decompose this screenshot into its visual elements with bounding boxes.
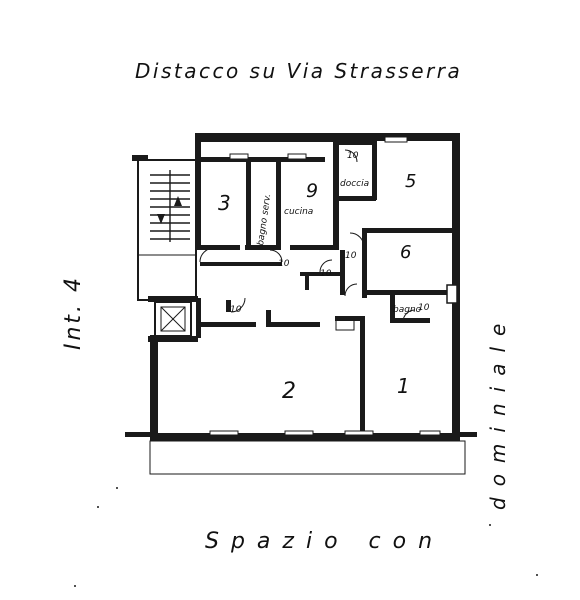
stairs-icon <box>150 170 190 242</box>
stairwell <box>137 159 197 301</box>
top-wall-left <box>195 133 338 142</box>
bottom-wall-end-left <box>125 432 157 437</box>
bottom-wall <box>150 433 460 441</box>
stray-marks <box>74 487 538 587</box>
room-10-small-label: 10 <box>320 269 332 279</box>
room-10-shower-label: 10 <box>347 151 359 161</box>
elevator-icon <box>154 301 192 337</box>
room-3-label: 3 <box>218 191 231 215</box>
left-wall <box>150 335 158 440</box>
windows-bottom <box>209 430 441 436</box>
room-2-label: 2 <box>282 379 296 404</box>
right-condominial-label: dominiale <box>486 313 510 510</box>
balcony <box>149 440 466 475</box>
room-1-label: 1 <box>397 374 410 398</box>
bathroom-label: bagno <box>393 305 422 315</box>
bottom-space-label: Spazio con <box>205 529 444 554</box>
unit-label: Int. 4 <box>61 275 86 350</box>
bottom-wall-end-right <box>455 432 477 437</box>
room-10-bathroom-label: 10 <box>418 303 430 313</box>
service-bathroom-label: bagno serv. <box>256 193 273 246</box>
windows-top <box>229 136 408 160</box>
kitchen-label: cucina <box>284 207 313 217</box>
wall-living-top <box>196 322 256 327</box>
room-10-lower-label: 10 <box>230 305 242 315</box>
top-street-label: Distacco su Via Strasserra <box>135 59 462 83</box>
door-swings <box>199 149 416 323</box>
room-10-mid-label: 10 <box>278 259 290 269</box>
shower-label: doccia <box>340 179 369 189</box>
room-5-label: 5 <box>405 171 416 192</box>
room-6-label: 6 <box>400 242 411 263</box>
wall-bedroom3-bottom <box>200 245 240 250</box>
room-9-label: 9 <box>306 180 318 202</box>
room-10-hall-label: 10 <box>345 251 357 261</box>
